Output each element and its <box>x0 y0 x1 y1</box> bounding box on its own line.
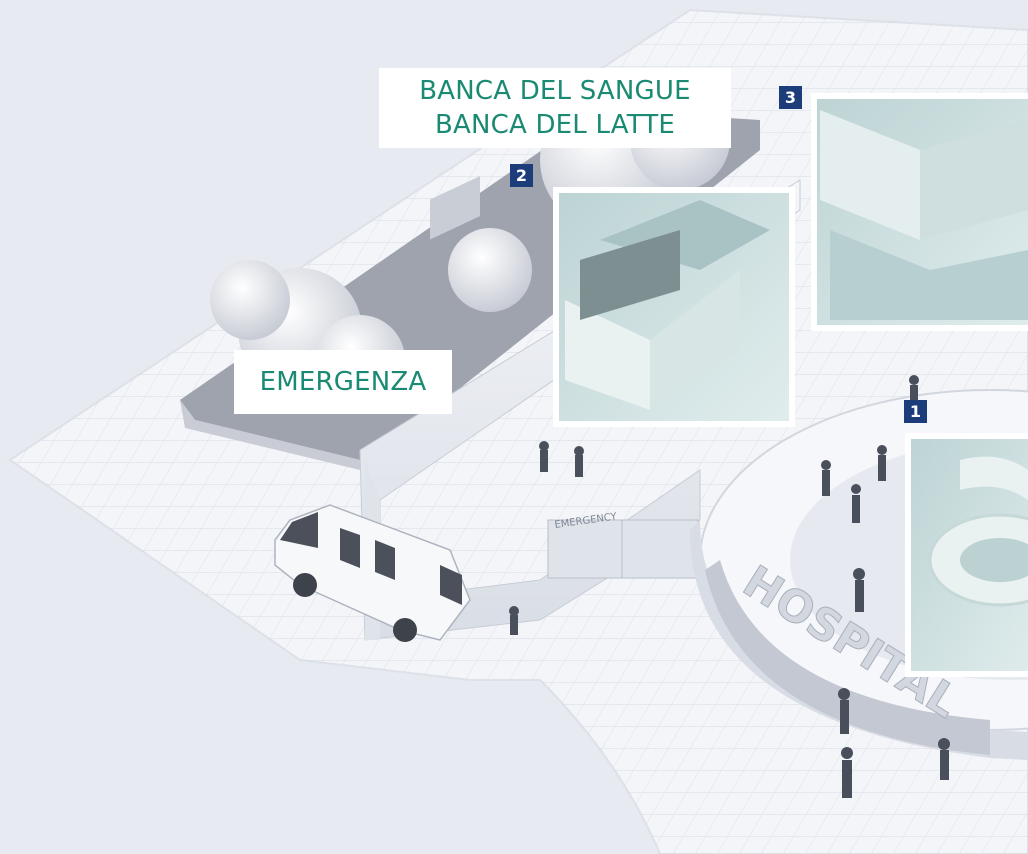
label-banca: BANCA DEL SANGUE BANCA DEL LATTE <box>379 68 731 148</box>
room-inset-2 <box>553 187 795 427</box>
room-inset-3 <box>811 93 1028 331</box>
label-emergenza: EMERGENZA <box>234 350 452 414</box>
label-banca-line2: BANCA DEL LATTE <box>434 110 676 140</box>
ambulance <box>274 504 471 642</box>
room-badge-3: 3 <box>779 86 802 109</box>
room-inset-1 <box>905 433 1028 677</box>
label-emergenza-text: EMERGENZA <box>259 367 427 397</box>
label-banca-line1: BANCA DEL SANGUE <box>419 76 691 106</box>
people <box>509 375 950 798</box>
room-badge-1: 1 <box>904 400 927 423</box>
room-badge-2: 2 <box>510 164 533 187</box>
